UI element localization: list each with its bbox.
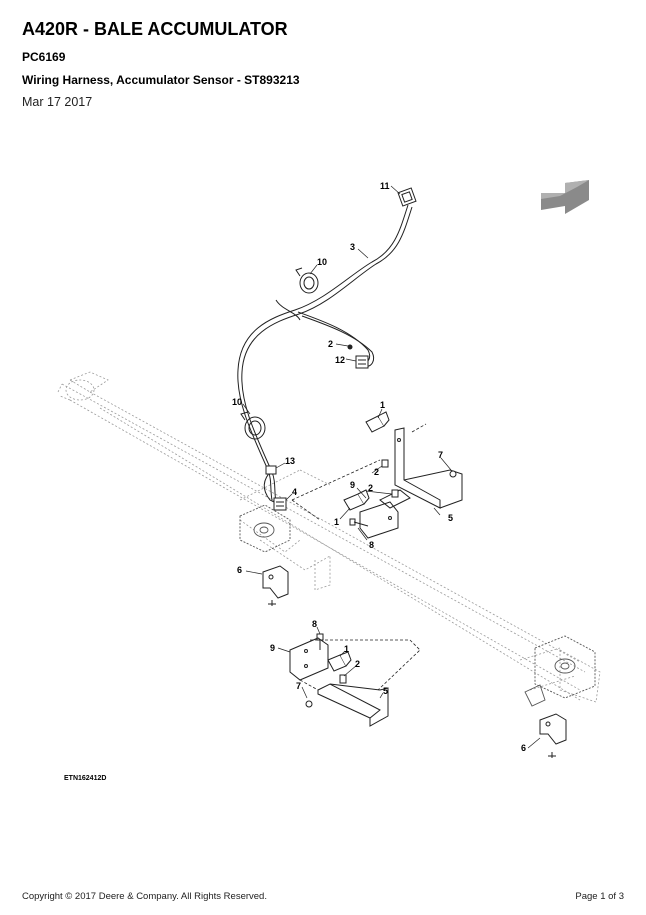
callout-6-right: 6 bbox=[521, 743, 526, 753]
callout-2-bracket-b: 2 bbox=[368, 483, 373, 493]
callout-1-upper: 1 bbox=[380, 400, 385, 410]
bolt-8-upper bbox=[349, 518, 369, 527]
clamp-10-lower bbox=[240, 411, 266, 440]
beam-end-fitting-left bbox=[239, 504, 291, 553]
page-title: A420R - BALE ACCUMULATOR bbox=[22, 19, 288, 39]
callout-5-lower: 5 bbox=[383, 686, 388, 696]
bracket-6-right bbox=[539, 713, 567, 758]
clip-2-upper bbox=[347, 344, 353, 350]
page-number: Page 1 of 3 bbox=[575, 891, 624, 902]
bracket-6-left bbox=[262, 565, 289, 606]
callout-labels: 11 3 10 2 12 10 1 13 4 7 2 9 2 1 5 8 6 8… bbox=[232, 181, 526, 753]
connector-11 bbox=[397, 187, 417, 207]
beam-end-fitting-right bbox=[524, 635, 596, 707]
nut-7-upper bbox=[449, 470, 457, 478]
sensor-1-upper bbox=[365, 411, 390, 433]
nut-7-lower bbox=[305, 700, 313, 708]
part-code: PC6169 bbox=[22, 50, 66, 64]
connector-4 bbox=[273, 497, 287, 511]
sensor-1-lower bbox=[327, 651, 352, 672]
accumulator-beam bbox=[57, 371, 601, 703]
page-header: A420R - BALE ACCUMULATOR PC6169 Wiring H… bbox=[22, 18, 300, 110]
sensor-bracket-upper bbox=[379, 427, 463, 509]
sensor-bracket-lower bbox=[317, 674, 389, 727]
callout-13: 13 bbox=[285, 456, 295, 466]
callout-7-lower: 7 bbox=[296, 681, 301, 691]
sensor-1-middle bbox=[343, 489, 370, 511]
callout-10-upper: 10 bbox=[317, 257, 327, 267]
clip-13 bbox=[265, 465, 277, 475]
callout-2-lower: 2 bbox=[355, 659, 360, 669]
callout-1-middle: 1 bbox=[334, 517, 339, 527]
leader-lines bbox=[242, 185, 541, 749]
page-subtitle: Wiring Harness, Accumulator Sensor - ST8… bbox=[22, 73, 300, 87]
page-date: Mar 17 2017 bbox=[22, 95, 93, 109]
callout-6-left: 6 bbox=[237, 565, 242, 575]
callout-10-lower: 10 bbox=[232, 397, 242, 407]
callout-8-lower: 8 bbox=[312, 619, 317, 629]
callout-2-upper: 2 bbox=[328, 339, 333, 349]
bolt-8-lower bbox=[316, 633, 324, 650]
callout-11: 11 bbox=[380, 181, 390, 191]
callout-1-lower: 1 bbox=[344, 644, 349, 654]
callout-8-upper: 8 bbox=[369, 540, 374, 550]
callout-9-upper: 9 bbox=[350, 480, 355, 490]
callout-3: 3 bbox=[350, 242, 355, 252]
mounting-plate-9-upper bbox=[359, 501, 399, 539]
callout-12: 12 bbox=[335, 355, 345, 365]
figure-id: ETN162412D bbox=[64, 775, 106, 782]
connector-12 bbox=[355, 355, 369, 369]
copyright-text: Copyright © 2017 Deere & Company. All Ri… bbox=[22, 891, 267, 902]
callout-2-bracket-a: 2 bbox=[374, 467, 379, 477]
next-page-arrow-icon[interactable] bbox=[541, 180, 589, 214]
callout-7-upper: 7 bbox=[438, 450, 443, 460]
mounting-plate-9-lower bbox=[289, 637, 329, 681]
clip-2-bracket bbox=[381, 459, 399, 498]
explode-lines-upper bbox=[291, 423, 427, 521]
clamp-10-upper bbox=[295, 267, 319, 294]
callout-5-upper: 5 bbox=[448, 513, 453, 523]
explode-lines-lower bbox=[299, 639, 421, 691]
callout-4: 4 bbox=[292, 487, 297, 497]
callout-9-lower: 9 bbox=[270, 643, 275, 653]
